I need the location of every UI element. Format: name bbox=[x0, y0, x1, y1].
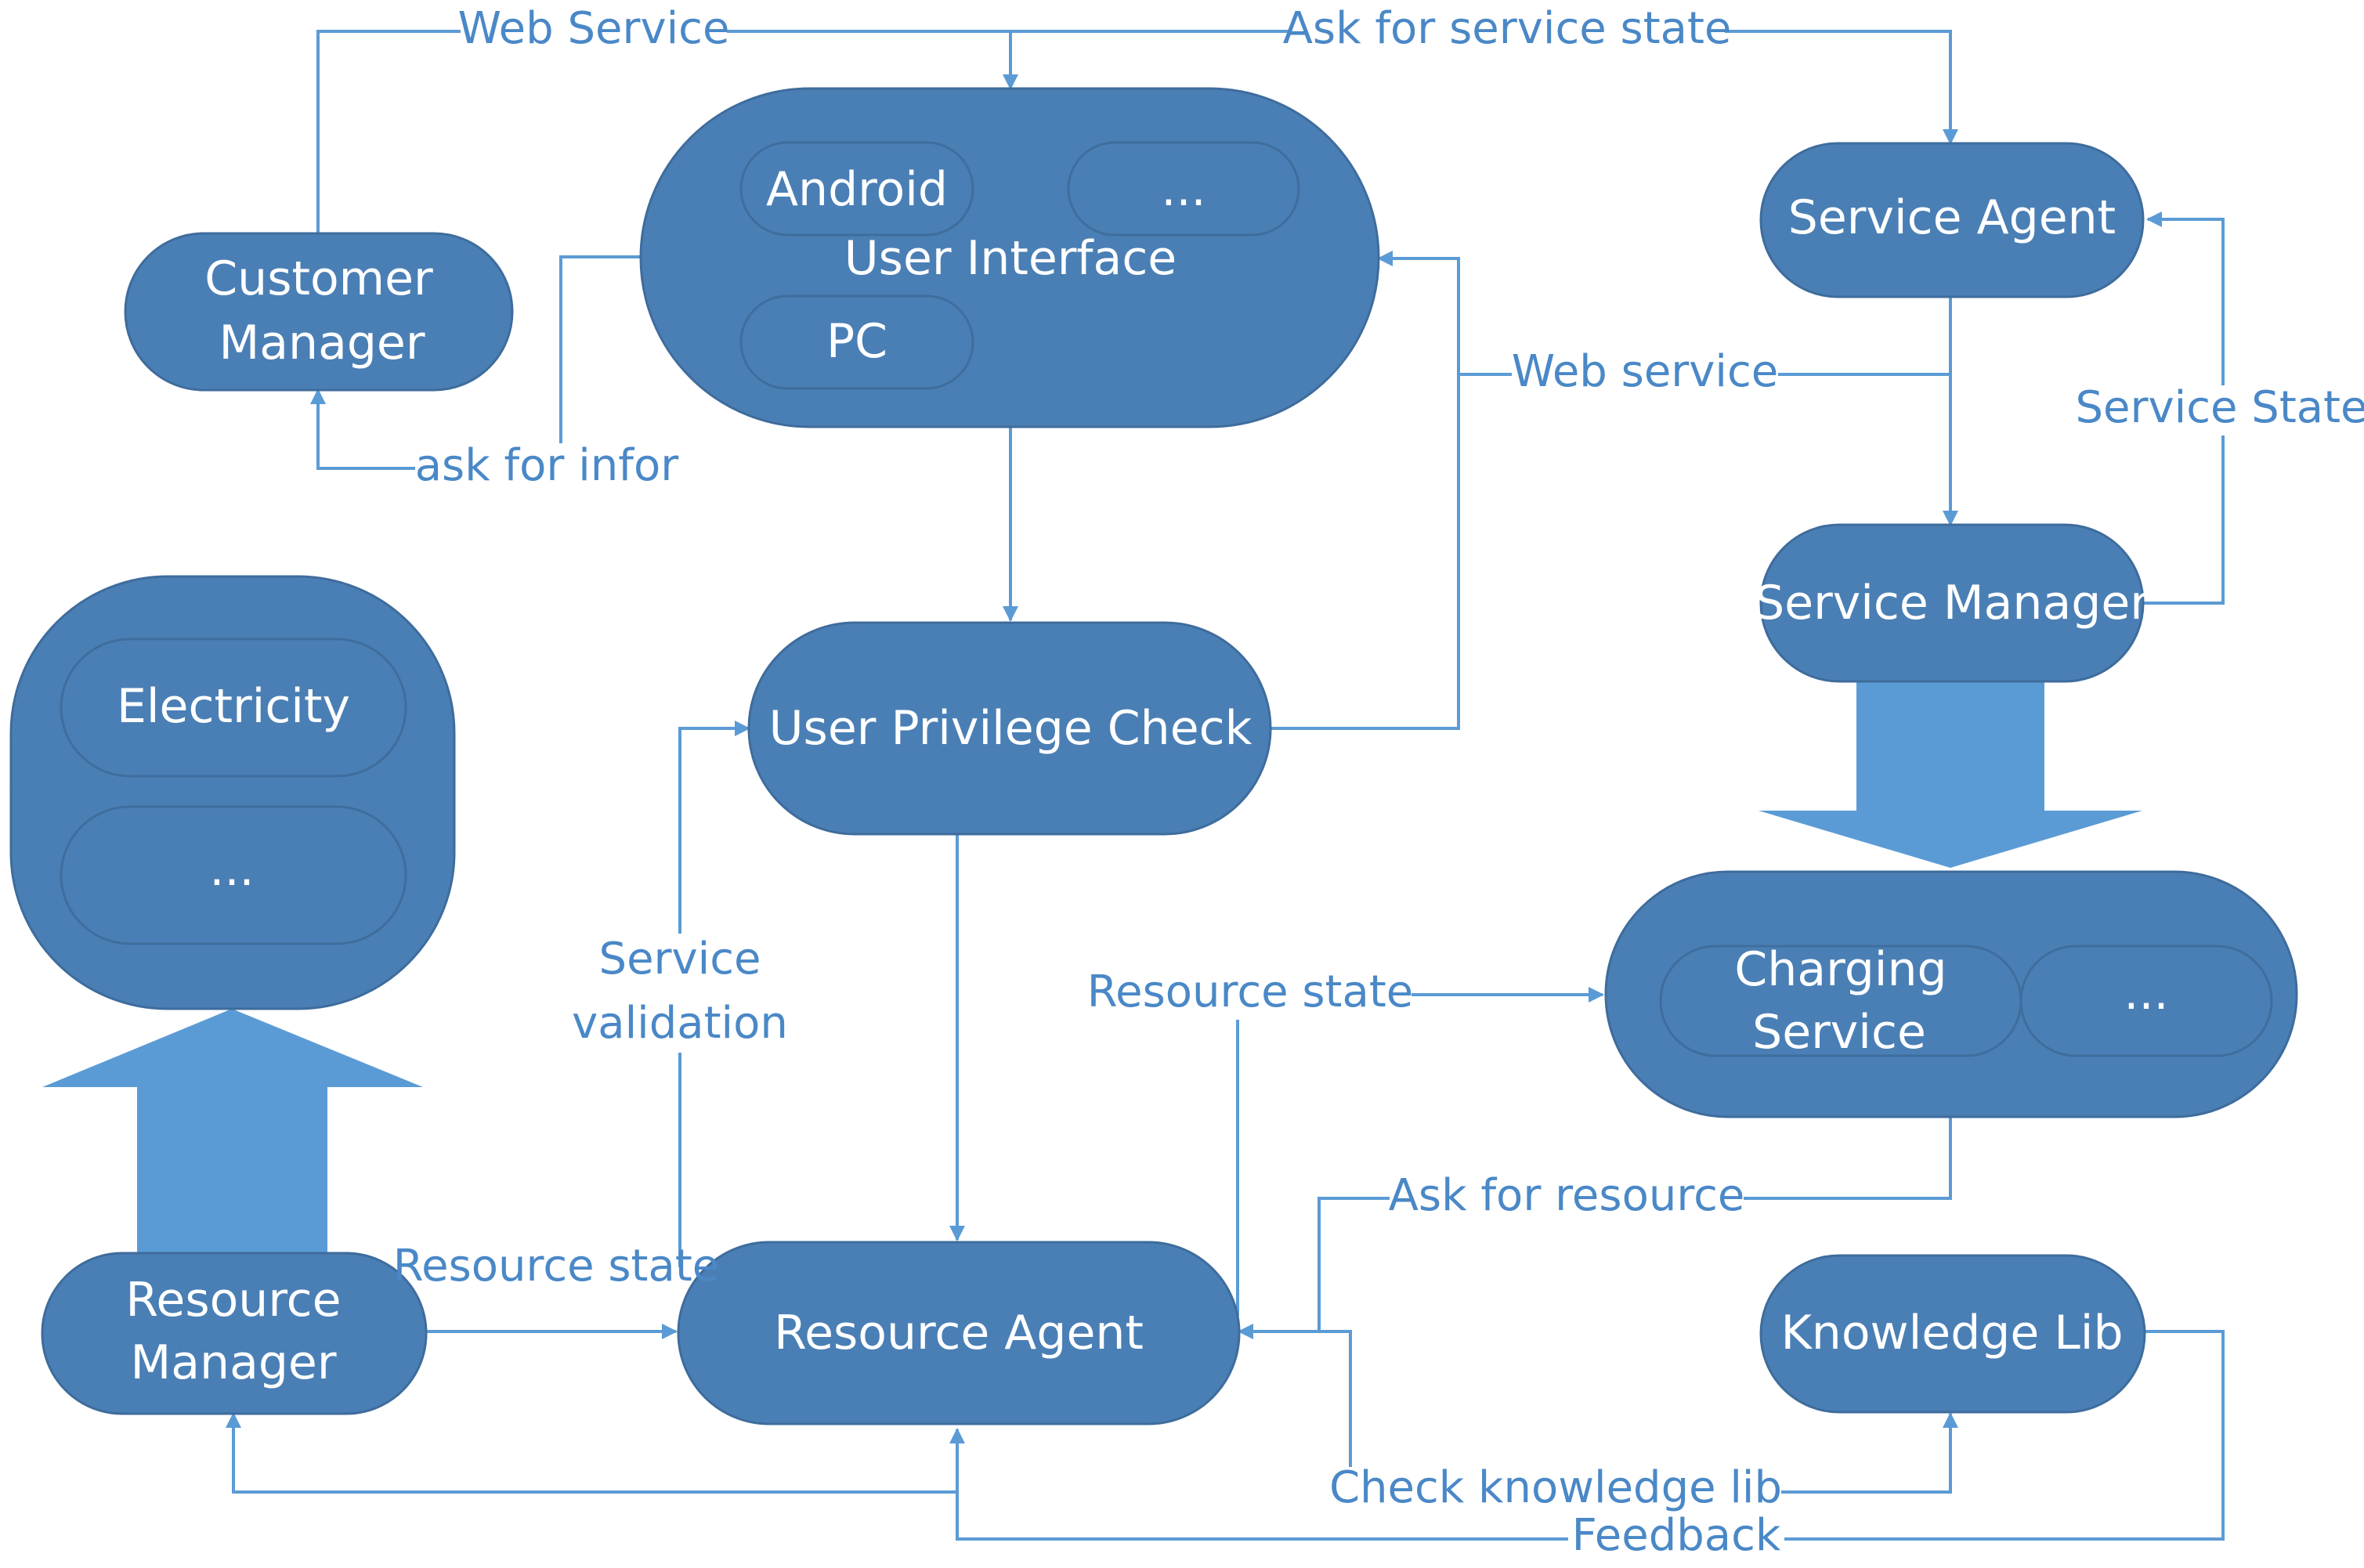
charging-item-label-1: Charging bbox=[1734, 942, 1947, 997]
edge-label-resource-state-mid: Resource state bbox=[1087, 966, 1413, 1017]
resource-item-more-shape bbox=[60, 805, 407, 945]
resource-manager-label-1: Resource bbox=[125, 1273, 341, 1328]
ui-item-pc-shape bbox=[739, 294, 974, 390]
charging-service-node: Charging Service ... bbox=[1604, 870, 2298, 1118]
edge-label-ask-for-infor: ask for infor bbox=[415, 440, 680, 491]
knowledge-lib-shape bbox=[1759, 1254, 2146, 1414]
edge-label-ask-service-state: Ask for service state bbox=[1283, 3, 1732, 54]
edge-label-bg-service-state bbox=[2080, 385, 2364, 435]
user-privilege-check-shape bbox=[747, 621, 1272, 836]
charging-item-more-label: ... bbox=[2124, 966, 2168, 1021]
service-agent-label: Service Agent bbox=[1788, 190, 2116, 245]
edge-labels: Web Service Ask for service state ask fo… bbox=[393, 3, 2364, 1563]
edge-label-check-knowledge-lib: Check knowledge lib bbox=[1329, 1462, 1782, 1513]
charging-item-more-shape bbox=[2019, 945, 2273, 1057]
edge-label-resource-state-left: Resource state bbox=[393, 1241, 719, 1292]
edge-resource-state-mid bbox=[1236, 987, 1604, 1316]
resource-agent-shape bbox=[677, 1241, 1241, 1425]
edge-service-validation bbox=[678, 721, 750, 1267]
ui-item-android-label: Android bbox=[766, 162, 948, 217]
resource-item-electricity-label: Electricity bbox=[117, 679, 350, 734]
user-interface-title: User Interface bbox=[844, 231, 1177, 286]
edge-label-bg-feedback bbox=[1568, 1516, 1784, 1563]
service-manager-shape bbox=[1759, 523, 2145, 683]
service-agent-node: Service Agent bbox=[1759, 142, 2145, 298]
edge-feedback bbox=[949, 1330, 2225, 1541]
resource-manager-label-2: Manager bbox=[131, 1335, 337, 1390]
edge-label-bg-resource-state-mid bbox=[1089, 970, 1412, 1020]
edge-label-service-validation-1: Service bbox=[599, 934, 761, 985]
resource-item-electricity: Electricity bbox=[60, 638, 407, 778]
resource-manager-shape bbox=[41, 1252, 428, 1415]
resource-item-more-label: ... bbox=[209, 842, 254, 897]
service-manager-label: Service Manager bbox=[1755, 576, 2149, 630]
edge-label-bg-ask-for-infor bbox=[415, 443, 678, 493]
knowledge-lib-node: Knowledge Lib bbox=[1759, 1254, 2146, 1414]
ui-item-android-shape bbox=[739, 141, 974, 237]
ui-item-pc: PC bbox=[739, 294, 974, 390]
resource-pool-node: Electricity ... bbox=[9, 575, 456, 1010]
edge-label-web-service-top: Web Service bbox=[458, 3, 730, 54]
resource-manager-node: Resource Manager bbox=[41, 1252, 428, 1415]
edge-agent-to-resource-manager bbox=[226, 1412, 957, 1494]
edge-privilege-to-ui bbox=[1271, 251, 1460, 730]
edge-label-service-validation-2: validation bbox=[572, 998, 788, 1049]
edge-label-bg-ask-service-state bbox=[1289, 6, 1725, 56]
resource-agent-node: Resource Agent bbox=[677, 1241, 1241, 1425]
charging-item-charging-service: Charging Service bbox=[1659, 942, 2022, 1060]
edge-label-bg-web-service-top bbox=[461, 6, 727, 56]
big-arrow-up bbox=[42, 1009, 423, 1253]
edge-label-feedback: Feedback bbox=[1572, 1510, 1781, 1561]
service-manager-node: Service Manager bbox=[1755, 523, 2149, 683]
ui-item-more-shape bbox=[1067, 141, 1300, 237]
resource-item-electricity-shape bbox=[60, 638, 407, 778]
edge-label-service-state: Service State bbox=[2076, 382, 2364, 433]
ui-item-android: Android bbox=[739, 141, 974, 237]
user-privilege-check-label: User Privilege Check bbox=[769, 701, 1252, 756]
ui-item-more: ... bbox=[1067, 141, 1300, 237]
edge-label-bg-web-service-right bbox=[1512, 349, 1778, 399]
edge-label-bg-service-validation bbox=[564, 934, 799, 1053]
resource-item-more: ... bbox=[60, 805, 407, 945]
edge-ask-for-resource bbox=[1238, 1117, 1952, 1339]
service-agent-shape bbox=[1759, 142, 2145, 298]
customer-manager-label-2: Manager bbox=[219, 316, 425, 370]
ui-item-pc-label: PC bbox=[826, 314, 887, 369]
user-privilege-check-node: User Privilege Check bbox=[747, 621, 1272, 836]
user-interface-node: Android ... User Interface PC bbox=[639, 87, 1380, 428]
charging-item-label-2: Service bbox=[1752, 1005, 1926, 1060]
customer-manager-node: Customer Manager bbox=[124, 232, 514, 392]
edge-label-bg-check-knowledge-lib bbox=[1332, 1467, 1781, 1517]
edge-label-bg-ask-for-resource bbox=[1390, 1173, 1744, 1223]
ui-item-more-label: ... bbox=[1161, 162, 1205, 217]
knowledge-lib-label: Knowledge Lib bbox=[1780, 1306, 2123, 1360]
edge-label-ask-for-resource: Ask for resource bbox=[1389, 1170, 1745, 1221]
edge-label-web-service-right: Web service bbox=[1512, 346, 1778, 397]
customer-manager-label-1: Customer bbox=[204, 251, 433, 306]
charging-item-more: ... bbox=[2019, 945, 2273, 1057]
big-arrow-down bbox=[1759, 681, 2142, 868]
resource-agent-label: Resource Agent bbox=[774, 1306, 1144, 1360]
customer-manager-shape bbox=[124, 232, 514, 392]
